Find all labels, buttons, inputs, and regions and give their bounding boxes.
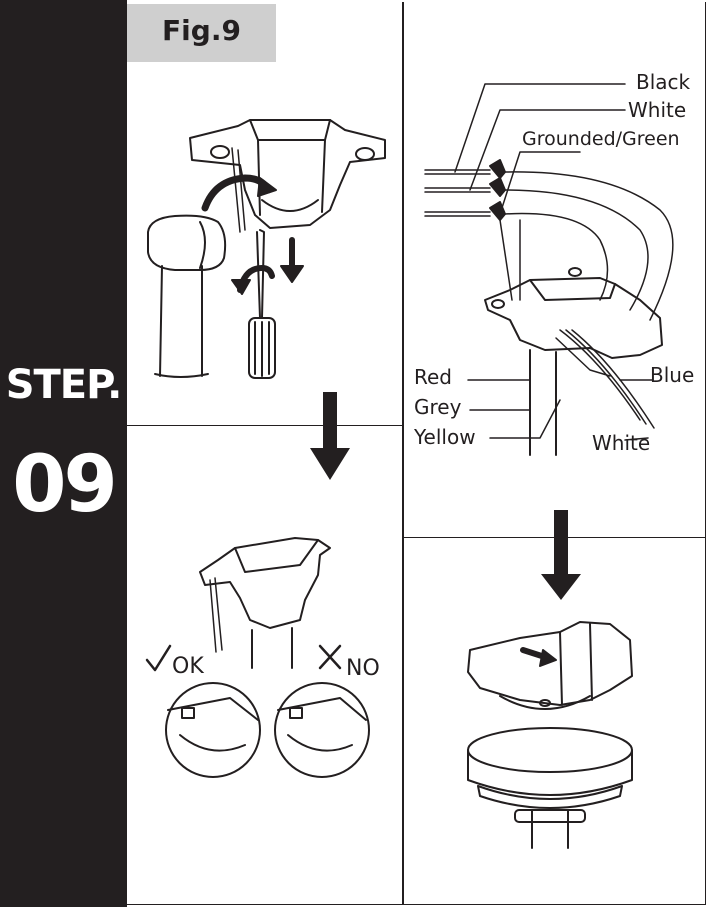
- step-sidebar: STEP. 09: [0, 0, 127, 907]
- checkmark-icon: [145, 644, 172, 672]
- label-yellow: Yellow: [414, 425, 476, 449]
- cross-icon: [318, 644, 342, 670]
- label-grounded-green: Grounded/Green: [522, 128, 680, 150]
- screwdriver-illustration: [248, 229, 276, 379]
- down-arrow-small: [280, 237, 304, 283]
- label-no: NO: [346, 656, 380, 681]
- label-white-top: White: [628, 98, 687, 122]
- step-label: STEP.: [5, 362, 123, 408]
- figure-label: Fig.9: [162, 14, 241, 47]
- ok-circle-illustration: [165, 682, 261, 778]
- panel-hang-check: [126, 424, 404, 905]
- step-number: 09: [12, 440, 118, 530]
- label-ok: OK: [172, 654, 204, 679]
- hung-bracket-illustration: [199, 537, 331, 669]
- rotate-arrow-lower: [231, 265, 275, 295]
- label-grey: Grey: [414, 395, 462, 419]
- downrod-ball: [147, 214, 227, 378]
- rotate-arrow-upper: [201, 174, 277, 212]
- mounting-bracket-illustration: [189, 119, 386, 233]
- panel-remove-screw: [126, 2, 404, 426]
- canopy-attach-illustration: [467, 621, 633, 849]
- label-black: Black: [636, 70, 691, 94]
- down-arrow-left: [310, 392, 350, 480]
- label-red: Red: [414, 365, 452, 389]
- down-arrow-right: [541, 510, 581, 600]
- panel-attach-cover: [402, 536, 706, 905]
- no-circle-illustration: [274, 682, 370, 778]
- figure-tab: Fig.9: [127, 4, 276, 62]
- label-leaders: [454, 83, 653, 441]
- label-white-bottom: White: [592, 431, 651, 455]
- label-blue: Blue: [650, 363, 695, 387]
- wiring-illustration: [424, 159, 674, 456]
